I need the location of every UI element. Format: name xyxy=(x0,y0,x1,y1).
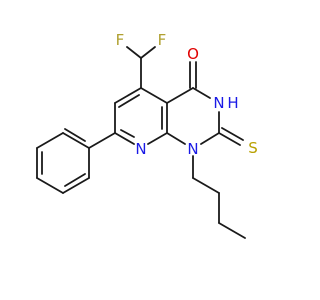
atom-s: S xyxy=(248,139,258,157)
bond-n8-c8a xyxy=(147,132,168,145)
atom-n1: N xyxy=(187,140,198,158)
bond-c5-c6 xyxy=(114,87,142,104)
molecule-structure: F F O N H N N S xyxy=(36,31,258,239)
bond-c2-s xyxy=(218,132,241,146)
bond-c2-s-2 xyxy=(221,127,244,141)
atom-n3: N xyxy=(213,94,224,112)
atom-f2: F xyxy=(158,31,167,49)
bond-c3p-c4p xyxy=(218,222,246,239)
bond-ph-2 xyxy=(36,132,64,149)
bond-c7-n8 xyxy=(114,132,135,145)
bond-c4a-c4 xyxy=(166,87,194,104)
atom-f1: F xyxy=(116,31,125,49)
bond-ph-1 xyxy=(62,132,90,149)
bond-c5-c6-inner xyxy=(118,94,140,108)
bond-c1p-c2p xyxy=(192,177,220,194)
atom-h3: H xyxy=(227,94,238,112)
atom-labels: F F O N H N N S xyxy=(116,31,258,158)
bond-c7-n8-inner xyxy=(120,129,135,138)
bond-ph-5 xyxy=(62,177,90,194)
bond-cf-right xyxy=(140,46,156,59)
bond-c4a-c5 xyxy=(140,87,168,104)
bond-cf-left xyxy=(126,46,142,59)
bond-c4-n3 xyxy=(192,87,211,99)
bond-n1-c8a xyxy=(166,132,186,145)
bonds xyxy=(36,46,246,239)
atom-n8: N xyxy=(135,140,146,158)
bond-ph-1-inner xyxy=(64,128,86,142)
bond-c7-ph xyxy=(88,132,116,149)
bond-c2-n1 xyxy=(200,132,220,145)
bond-ph-5-inner xyxy=(64,173,86,187)
bond-ph-4 xyxy=(36,177,64,194)
atom-o: O xyxy=(187,45,199,63)
